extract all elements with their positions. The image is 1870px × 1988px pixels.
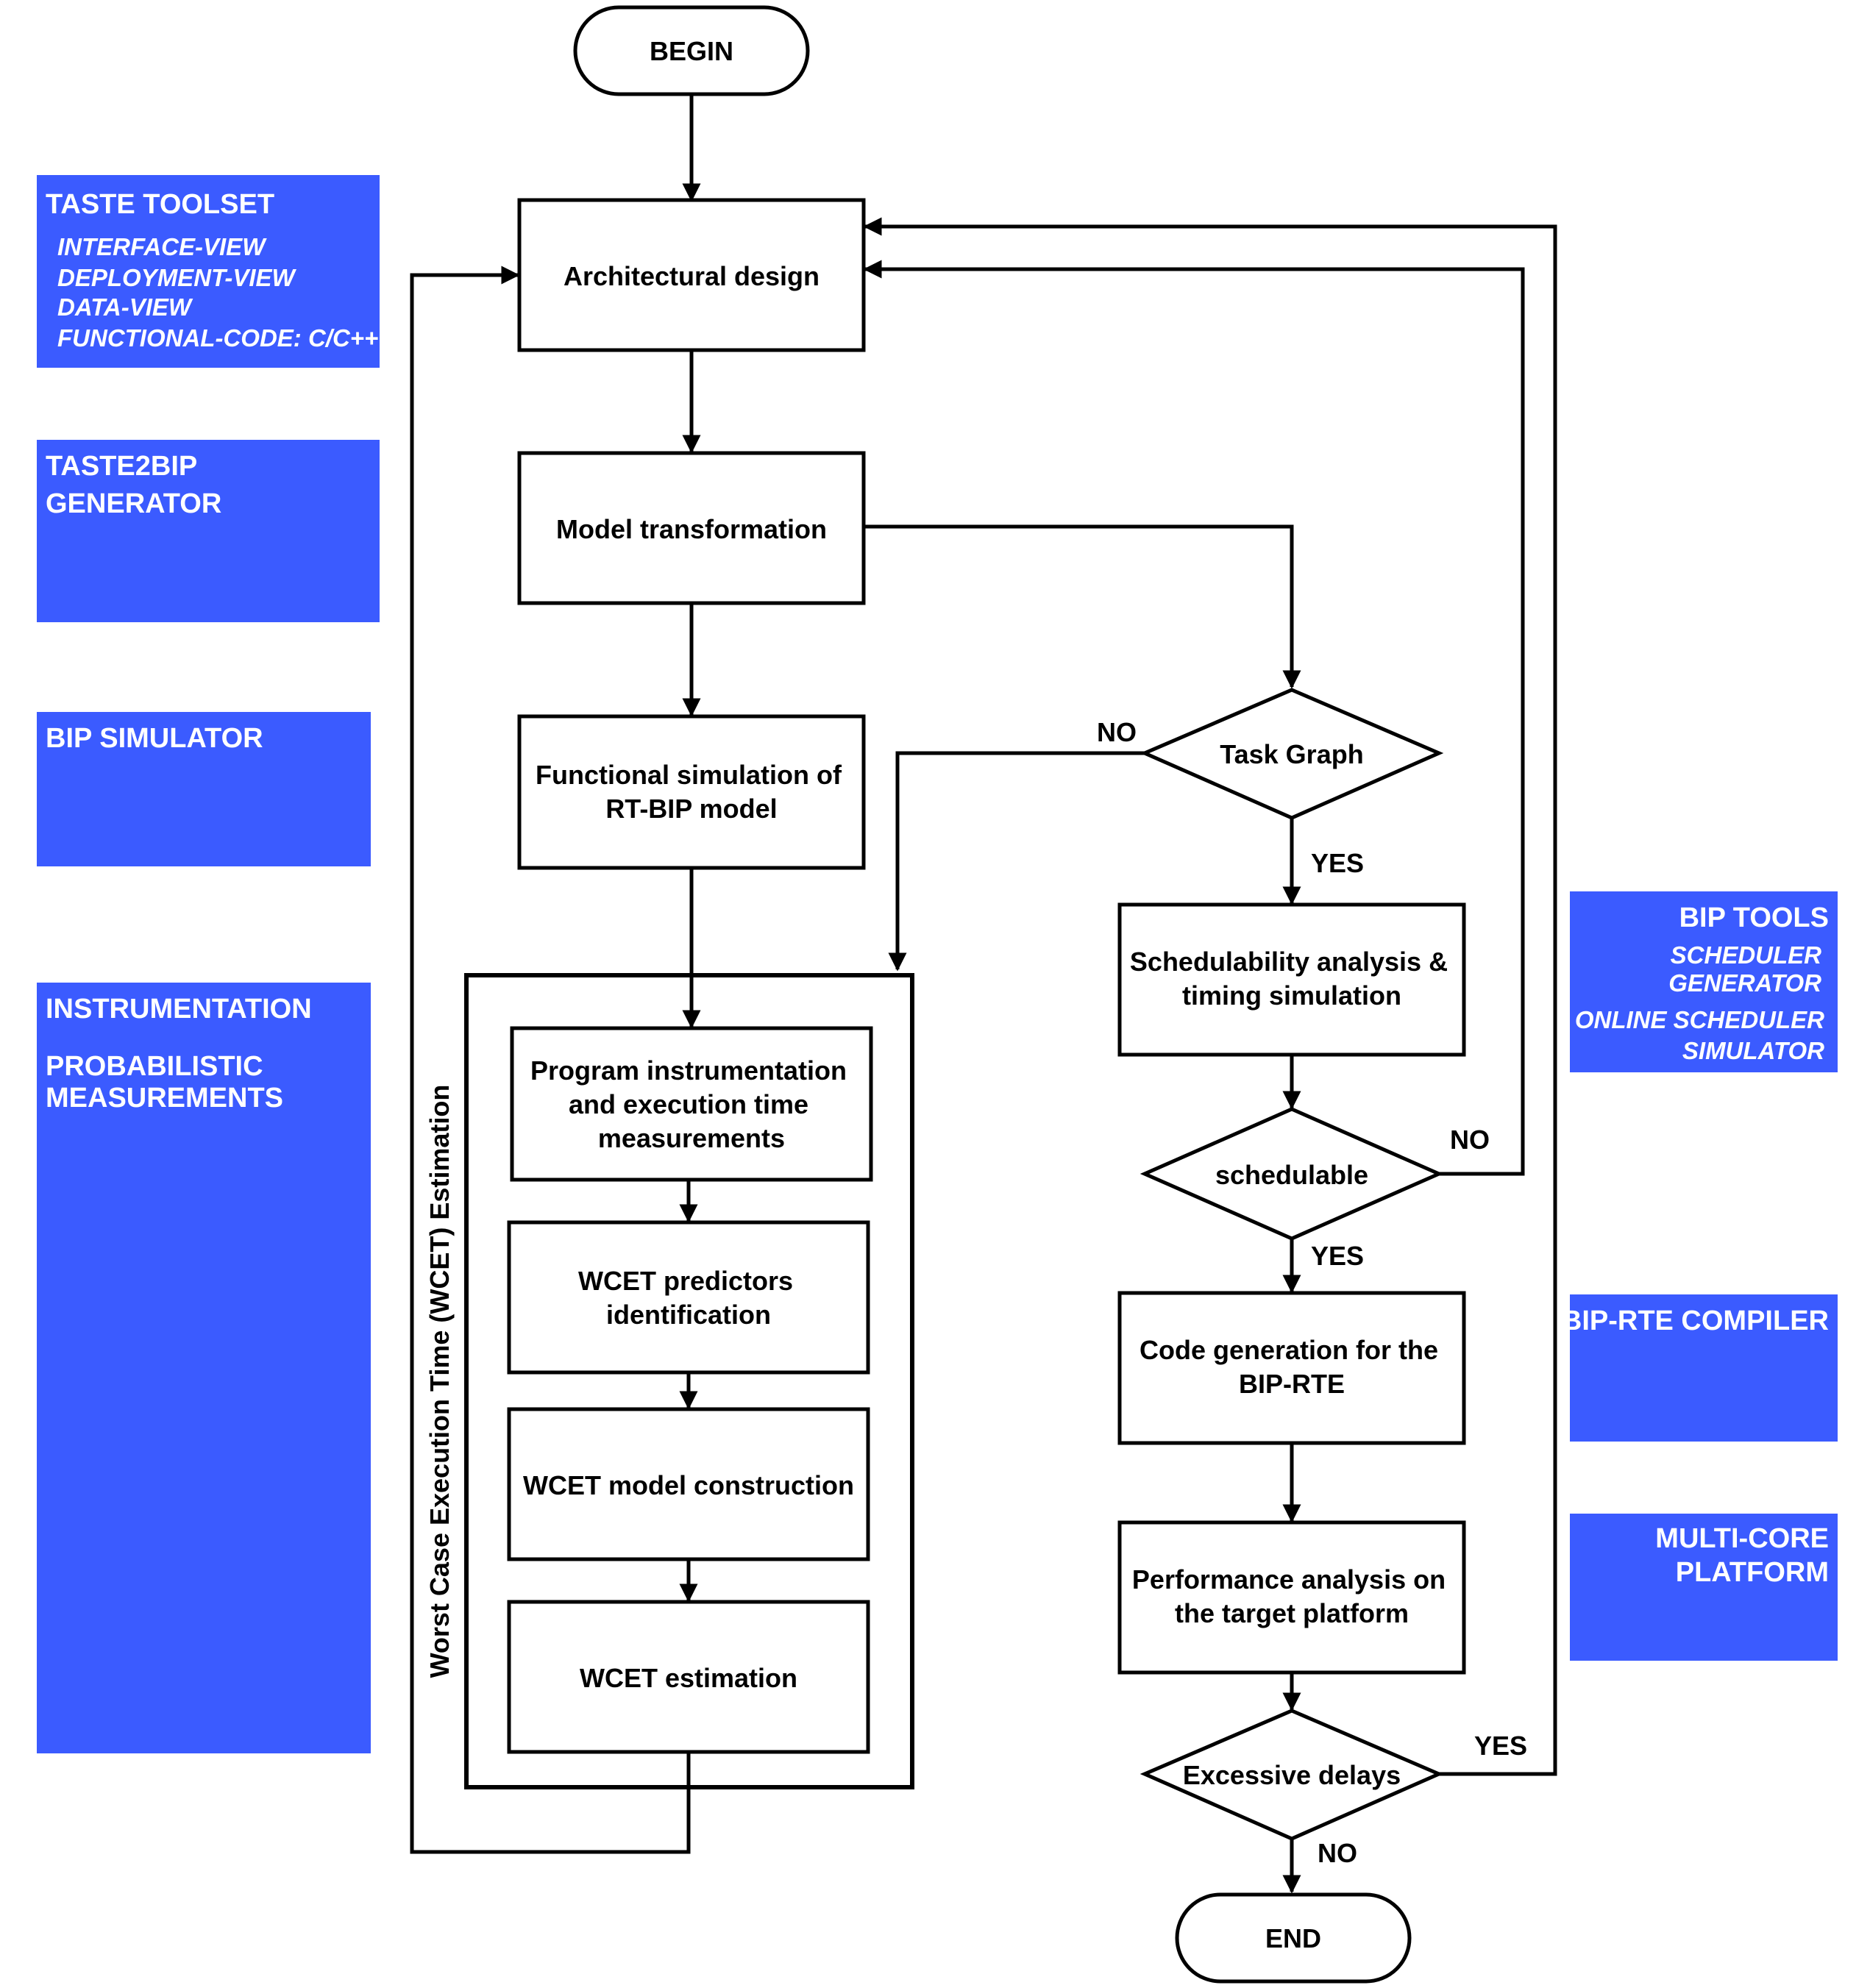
node-code-generation-label: BIP-RTE	[1239, 1369, 1345, 1399]
edge-label-task-graph-yes: YES	[1311, 848, 1364, 878]
panel-instrumentation-sub: MEASUREMENTS	[46, 1083, 283, 1114]
node-model-transformation-label: Model transformation	[556, 514, 827, 544]
node-wcet-model-label: WCET model construction	[523, 1470, 854, 1500]
node-excessive-delays: Excessive delays	[1140, 1709, 1444, 1841]
panel-taste-toolset: TASTE TOOLSET INTERFACE-VIEW DEPLOYMENT-…	[37, 175, 380, 368]
edge-label-delays-no: NO	[1318, 1838, 1357, 1868]
node-functional-simulation-label: RT-BIP model	[605, 794, 777, 824]
edge-label-schedulable-yes: YES	[1311, 1241, 1364, 1271]
node-schedulability: Schedulability analysis & timing simulat…	[1117, 902, 1466, 1057]
panel-taste-toolset-item: INTERFACE-VIEW	[57, 233, 267, 260]
node-functional-simulation-label: Functional simulation of	[536, 760, 842, 790]
node-wcet-predictors-label: WCET predictors	[578, 1266, 793, 1296]
panel-bip-tools-item: SCHEDULER	[1671, 941, 1822, 969]
node-program-instrumentation-label: Program instrumentation	[530, 1055, 847, 1086]
node-performance-label: the target platform	[1175, 1598, 1409, 1628]
edge-schedulable-no	[863, 260, 1525, 1176]
node-functional-simulation: Functional simulation of RT-BIP model	[517, 714, 866, 870]
edge-taskgraph-no	[888, 751, 1145, 972]
node-schedulability-label: Schedulability analysis &	[1130, 947, 1448, 977]
node-wcet-predictors: WCET predictors identification	[507, 1220, 870, 1375]
node-wcet-predictors-label: identification	[606, 1300, 771, 1330]
panel-multicore: MULTI-CORE PLATFORM	[1570, 1514, 1838, 1661]
node-program-instrumentation-label: measurements	[598, 1123, 785, 1153]
edge-delays-yes	[863, 217, 1557, 1776]
node-end: END	[1175, 1892, 1412, 1984]
panel-taste-toolset-title: TASTE TOOLSET	[46, 189, 274, 220]
node-wcet-estimation: WCET estimation	[507, 1600, 870, 1754]
edges	[410, 94, 1557, 1894]
panel-bip-simulator-title: BIP SIMULATOR	[46, 723, 263, 754]
panel-instrumentation: INSTRUMENTATION PROBABILISTIC MEASUREMEN…	[37, 983, 371, 1753]
node-begin-label: BEGIN	[650, 36, 733, 66]
panel-bip-rte-compiler-title: BIP-RTE COMPILER	[1562, 1305, 1829, 1336]
node-wcet-model: WCET model construction	[507, 1407, 870, 1561]
panel-taste2bip: TASTE2BIP GENERATOR	[37, 440, 380, 622]
node-task-graph-label: Task Graph	[1220, 739, 1363, 769]
edge-label-schedulable-no: NO	[1450, 1125, 1490, 1155]
node-schedulability-label: timing simulation	[1182, 980, 1401, 1011]
node-schedulable: schedulable	[1140, 1107, 1444, 1241]
panel-bip-simulator: BIP SIMULATOR	[37, 712, 371, 866]
panel-bip-rte-compiler: BIP-RTE COMPILER	[1562, 1294, 1838, 1442]
wcet-group-label: Worst Case Execution Time (WCET) Estimat…	[424, 1085, 455, 1678]
panel-taste2bip-title: TASTE2BIP	[46, 451, 197, 482]
edge-model-to-taskgraph	[864, 524, 1301, 689]
panel-bip-tools: BIP TOOLS SCHEDULER GENERATOR ONLINE SCH…	[1570, 891, 1838, 1072]
panel-instrumentation-sub: PROBABILISTIC	[46, 1051, 263, 1082]
panel-taste-toolset-item: FUNCTIONAL-CODE: C/C++	[57, 324, 378, 352]
panel-taste-toolset-item: DATA-VIEW	[57, 293, 193, 321]
panel-bip-tools-item: GENERATOR	[1668, 969, 1821, 997]
node-program-instrumentation-label: and execution time	[569, 1089, 808, 1119]
panel-multicore-title: PLATFORM	[1676, 1557, 1829, 1588]
edge-label-delays-yes: YES	[1474, 1731, 1527, 1761]
panel-bip-tools-item: SIMULATOR	[1682, 1037, 1824, 1064]
node-excessive-delays-label: Excessive delays	[1183, 1760, 1401, 1790]
node-architectural-design-label: Architectural design	[564, 261, 820, 291]
panel-multicore-title: MULTI-CORE	[1655, 1523, 1829, 1554]
node-begin: BEGIN	[573, 5, 810, 96]
edge-labels: NO YES NO YES YES NO	[1097, 717, 1527, 1868]
node-performance: Performance analysis on the target platf…	[1117, 1520, 1466, 1675]
node-program-instrumentation: Program instrumentation and execution ti…	[510, 1026, 873, 1182]
node-performance-label: Performance analysis on	[1132, 1564, 1446, 1595]
panel-instrumentation-title: INSTRUMENTATION	[46, 994, 312, 1025]
panel-taste-toolset-item: DEPLOYMENT-VIEW	[57, 264, 297, 291]
node-wcet-estimation-label: WCET estimation	[580, 1663, 797, 1693]
panel-bip-tools-title: BIP TOOLS	[1679, 902, 1829, 933]
panel-taste2bip-title: GENERATOR	[46, 488, 221, 519]
panel-bip-tools-item: ONLINE SCHEDULER	[1575, 1006, 1824, 1033]
wcet-group: Worst Case Execution Time (WCET) Estimat…	[424, 973, 914, 1789]
edge-label-task-graph-no: NO	[1097, 717, 1137, 747]
node-task-graph: Task Graph	[1140, 688, 1444, 820]
node-schedulable-label: schedulable	[1215, 1160, 1368, 1190]
edge-estimation-to-arch	[410, 266, 691, 1854]
node-code-generation-label: Code generation for the	[1140, 1335, 1438, 1365]
node-model-transformation: Model transformation	[517, 451, 866, 605]
node-end-label: END	[1265, 1923, 1321, 1953]
node-architectural-design: Architectural design	[517, 198, 866, 352]
node-code-generation: Code generation for the BIP-RTE	[1117, 1291, 1466, 1445]
